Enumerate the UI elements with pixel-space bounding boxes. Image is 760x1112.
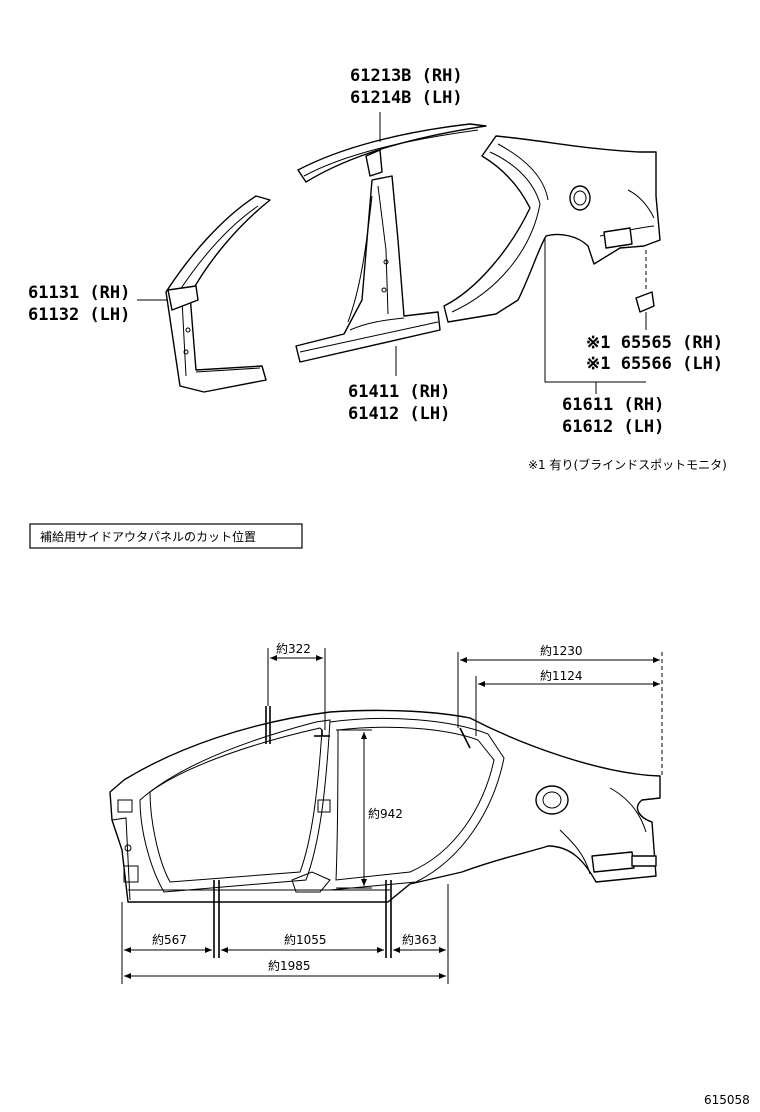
rear-quarter-panel-part xyxy=(443,135,661,323)
bracket-label-lh: ※1 65566 (LH) xyxy=(586,354,723,374)
front-pillar-label-rh: 61131 (RH) xyxy=(28,283,130,303)
figure-number: 615058 xyxy=(704,1093,750,1107)
extension-lines xyxy=(121,648,663,984)
roof-rail-part xyxy=(297,123,487,183)
dim-1124: 約1124 xyxy=(540,668,583,683)
section-title: 補給用サイドアウタパネルのカット位置 xyxy=(40,529,256,544)
rear-panel-label-rh: 61611 (RH) xyxy=(562,395,664,415)
dim-567: 約567 xyxy=(152,932,187,947)
dim-1055: 約1055 xyxy=(284,932,327,947)
roof-rail-label-rh: 61213B (RH) xyxy=(350,66,463,86)
front-pillar-part xyxy=(165,195,271,393)
roof-rail-label-lh: 61214B (LH) xyxy=(350,88,463,108)
dim-363: 約363 xyxy=(402,932,437,947)
footnote: ※1 有り(ブラインドスポットモニタ) xyxy=(528,457,727,472)
dim-322: 約322 xyxy=(276,641,311,656)
dimension-arrows xyxy=(124,655,660,979)
cut-lines xyxy=(213,706,471,958)
center-pillar-label-lh: 61412 (LH) xyxy=(348,404,450,424)
section-title-box xyxy=(29,523,303,549)
front-pillar-label-lh: 61132 (LH) xyxy=(28,305,130,325)
side-outer-panel-drawing xyxy=(109,709,661,903)
center-pillar-part xyxy=(295,175,441,363)
dim-1230: 約1230 xyxy=(540,643,583,658)
center-pillar-label-rh: 61411 (RH) xyxy=(348,382,450,402)
dim-1985: 約1985 xyxy=(268,958,311,973)
bracket-part xyxy=(635,250,655,313)
rear-panel-label-lh: 61612 (LH) xyxy=(562,417,664,437)
dim-942: 約942 xyxy=(368,806,403,821)
bracket-label-rh: ※1 65565 (RH) xyxy=(586,333,723,353)
